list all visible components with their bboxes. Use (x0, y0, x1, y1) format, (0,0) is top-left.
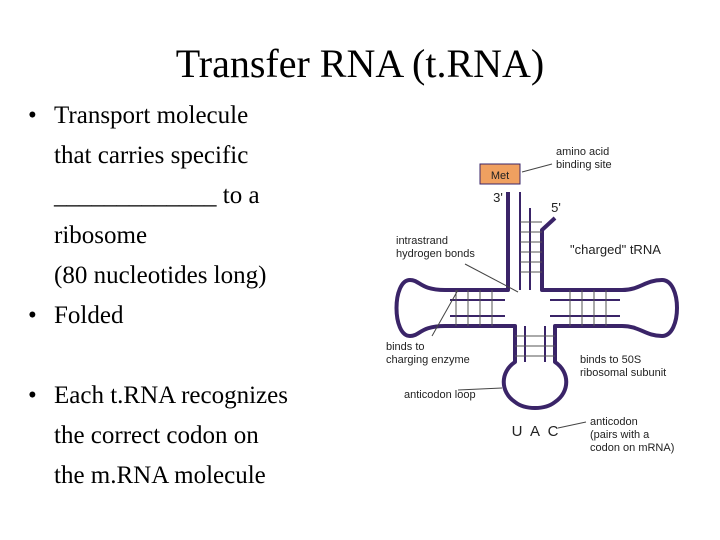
bullet-glyph: • (28, 102, 37, 129)
bullet-line: ribosome (54, 222, 148, 249)
charging-enzyme-label-2: charging enzyme (386, 354, 470, 366)
bullet-list: • Transport molecule that carries specif… (20, 96, 340, 496)
bullet-item: • Transport molecule that carries specif… (20, 96, 340, 296)
five-prime-label: 5' (551, 200, 561, 215)
anticodon-label-3: codon on mRNA) (590, 442, 674, 454)
bullet-line: Transport molecule (54, 102, 249, 129)
bullet-line: Each t.RNA recognizes (54, 382, 288, 409)
intrastrand-label-1: intrastrand (396, 235, 448, 247)
ribosomal-label-1: binds to 50S (580, 354, 641, 366)
three-prime-label: 3' (493, 190, 503, 205)
slide-title: Transfer RNA (t.RNA) (175, 41, 545, 86)
met-label: Met (491, 170, 509, 182)
hydrogen-bond-rungs (455, 221, 607, 357)
anticodon-label-1: anticodon (590, 416, 638, 428)
bullet-item: • Folded (20, 296, 340, 336)
bullet-line: that carries specific (54, 142, 249, 169)
met-box (479, 163, 521, 185)
bullet-line-blank: _____________ to a (54, 182, 260, 209)
anticodon-base-u: U (512, 423, 523, 440)
charging-enzyme-label-1: binds to (386, 341, 425, 353)
bullet-line: the m.RNA molecule (54, 462, 266, 489)
bullet-line: (80 nucleotides long) (54, 262, 267, 289)
trna-diagram: Met 3' 5' U A C amino acid binding site … (386, 146, 679, 454)
amino-acid-label-1: amino acid (556, 146, 609, 158)
ribosomal-label-2: ribosomal subunit (580, 367, 666, 379)
anticodon-base-c: C (548, 423, 559, 440)
intrastrand-label-2: hydrogen bonds (396, 248, 475, 260)
label-leader-lines (431, 163, 587, 429)
charged-trna-label: "charged" tRNA (570, 242, 661, 257)
amino-acid-label-2: binding site (556, 159, 612, 171)
bullet-line: the correct codon on (54, 422, 259, 449)
anticodon-base-a: A (530, 423, 540, 440)
bullet-glyph: • (28, 302, 37, 329)
anticodon-label-2: (pairs with a (590, 429, 650, 441)
trna-strand (394, 192, 679, 410)
bullet-line: Folded (54, 302, 124, 329)
anticodon-loop-label: anticodon loop (404, 389, 476, 401)
bullet-glyph: • (28, 382, 37, 409)
bullet-item: • Each t.RNA recognizes the correct codo… (20, 376, 340, 496)
